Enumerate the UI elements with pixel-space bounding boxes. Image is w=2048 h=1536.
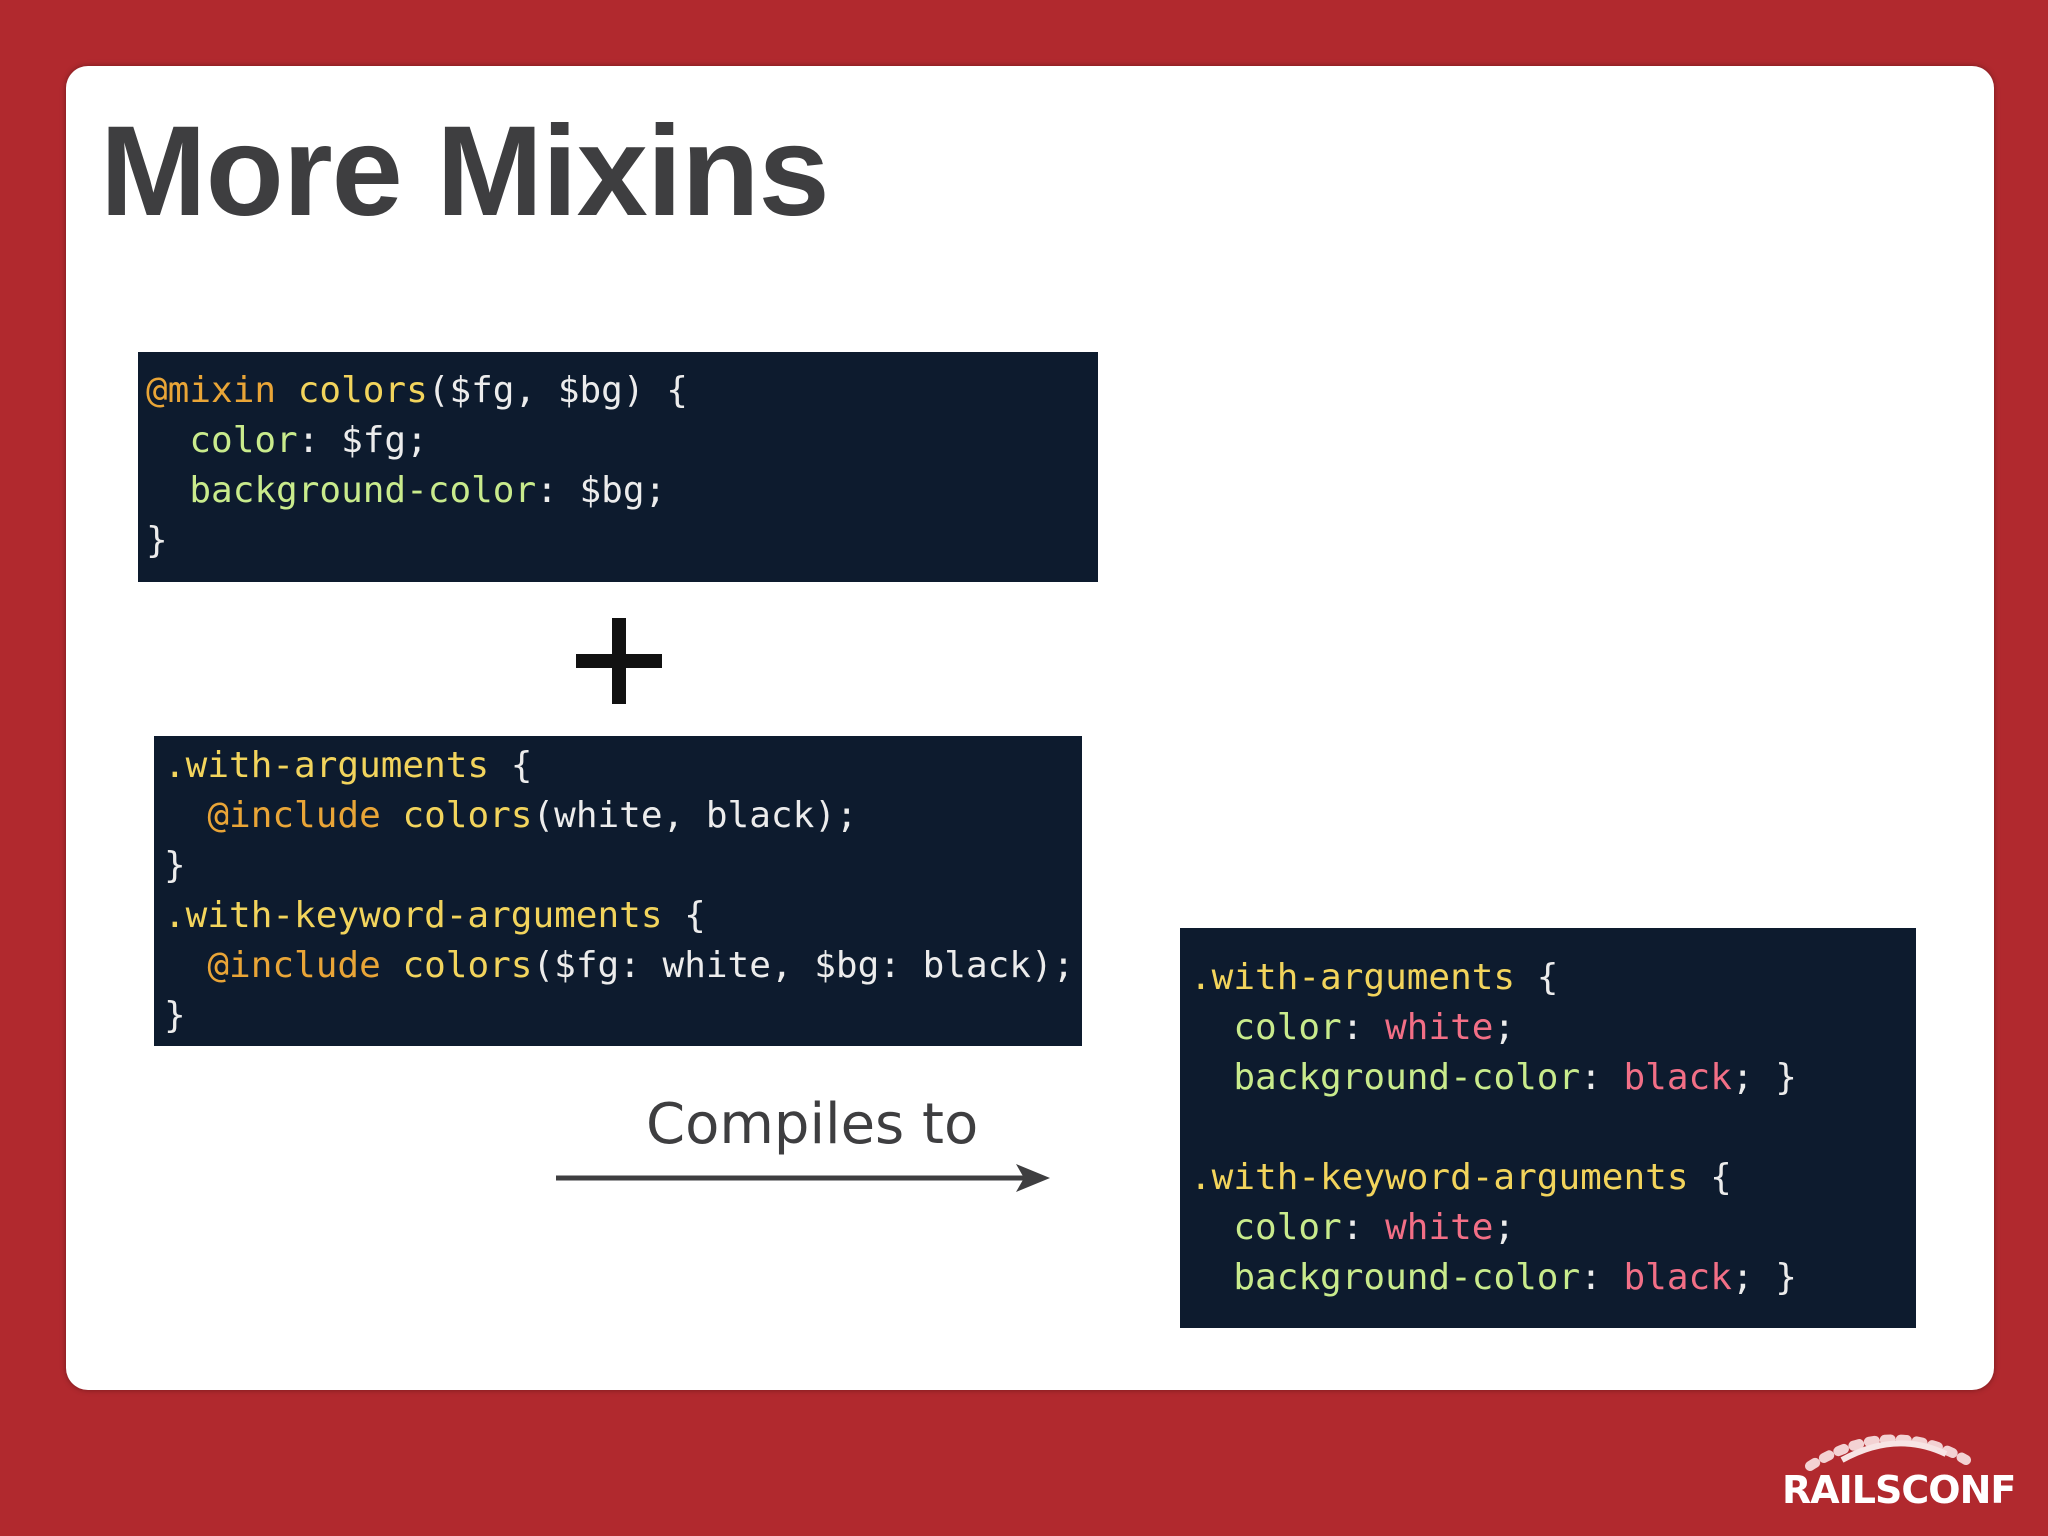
code-token: (white, black);	[532, 795, 858, 836]
code-token: background-color	[189, 470, 537, 511]
code-token: background-color	[1233, 1257, 1581, 1298]
code-token	[1190, 1207, 1233, 1248]
code-token: ($fg: white, $bg: black);	[532, 945, 1075, 986]
code-line: color: $fg;	[146, 416, 1090, 466]
code-token: colors	[402, 795, 533, 836]
code-token: white	[1385, 1007, 1494, 1048]
code-token	[1190, 1257, 1233, 1298]
code-token: colors	[297, 370, 428, 411]
code-token: black	[1623, 1257, 1732, 1298]
code-token: : $bg;	[536, 470, 667, 511]
code-token: color	[1233, 1007, 1342, 1048]
slide-title: More Mixins	[100, 100, 830, 243]
code-token: @include	[207, 795, 381, 836]
code-token: {	[1688, 1157, 1732, 1198]
code-token: .with-arguments	[1190, 957, 1516, 998]
code-token	[1190, 1057, 1233, 1098]
code-token	[164, 795, 207, 836]
arrow-right-icon	[556, 1164, 1050, 1192]
code-token: }	[146, 520, 168, 561]
code-line: color: white;	[1190, 1203, 1906, 1253]
code-line: color: white;	[1190, 1003, 1906, 1053]
code-line: @mixin colors($fg, $bg) {	[146, 366, 1090, 416]
code-line: .with-arguments {	[1190, 953, 1906, 1003]
code-token: color	[1233, 1207, 1342, 1248]
code-line	[1190, 1103, 1906, 1153]
code-token	[146, 470, 189, 511]
code-token: ;	[1493, 1207, 1516, 1248]
code-token: {	[489, 745, 533, 786]
code-line: background-color: black; }	[1190, 1253, 1906, 1303]
mixin-usage-code-block: .with-arguments { @include colors(white,…	[154, 736, 1082, 1046]
code-token: .with-keyword-arguments	[1190, 1157, 1689, 1198]
code-token: :	[1580, 1257, 1624, 1298]
code-token: ;	[1493, 1007, 1516, 1048]
code-token: .with-arguments	[164, 745, 490, 786]
plus-icon	[576, 618, 662, 704]
railsconf-logo	[1805, 1434, 1971, 1471]
code-token: : $fg;	[297, 420, 428, 461]
code-line: }	[164, 841, 1072, 891]
code-line: }	[164, 991, 1072, 1041]
code-line: .with-keyword-arguments {	[1190, 1153, 1906, 1203]
code-token: color	[189, 420, 298, 461]
code-token	[146, 420, 189, 461]
code-token: }	[164, 995, 186, 1036]
code-token	[381, 945, 403, 986]
code-token: .with-keyword-arguments	[164, 895, 663, 936]
code-token: white	[1385, 1207, 1494, 1248]
code-line: .with-keyword-arguments {	[164, 891, 1072, 941]
code-token	[381, 795, 403, 836]
code-token: :	[1580, 1057, 1624, 1098]
code-line: }	[146, 516, 1090, 566]
code-token: {	[662, 895, 706, 936]
code-token	[164, 945, 207, 986]
code-line: @include colors($fg: white, $bg: black);	[164, 941, 1075, 991]
code-token: :	[1341, 1007, 1386, 1048]
code-line: @include colors(white, black);	[164, 791, 1072, 841]
code-token: {	[1515, 957, 1559, 998]
mixin-definition-code-block: @mixin colors($fg, $bg) { color: $fg; ba…	[138, 352, 1098, 582]
code-token: ($fg, $bg) {	[427, 370, 688, 411]
compiled-output-code-block: .with-arguments { color: white; backgrou…	[1180, 928, 1916, 1328]
code-token: black	[1623, 1057, 1732, 1098]
code-line: background-color: black; }	[1190, 1053, 1906, 1103]
code-token	[276, 370, 298, 411]
code-token: background-color	[1233, 1057, 1581, 1098]
code-line: .with-arguments {	[164, 741, 1072, 791]
code-line: background-color: $bg;	[146, 466, 1090, 516]
code-token: }	[164, 845, 186, 886]
code-token: @include	[207, 945, 381, 986]
railsconf-logo-text: RAILSCONF	[1782, 1468, 2016, 1512]
code-token: :	[1341, 1207, 1386, 1248]
code-token: @mixin	[146, 370, 277, 411]
code-token: ; }	[1731, 1057, 1797, 1098]
code-token: colors	[402, 945, 533, 986]
code-token	[1190, 1007, 1233, 1048]
code-token: ; }	[1731, 1257, 1797, 1298]
compiles-to-label: Compiles to	[646, 1092, 979, 1157]
